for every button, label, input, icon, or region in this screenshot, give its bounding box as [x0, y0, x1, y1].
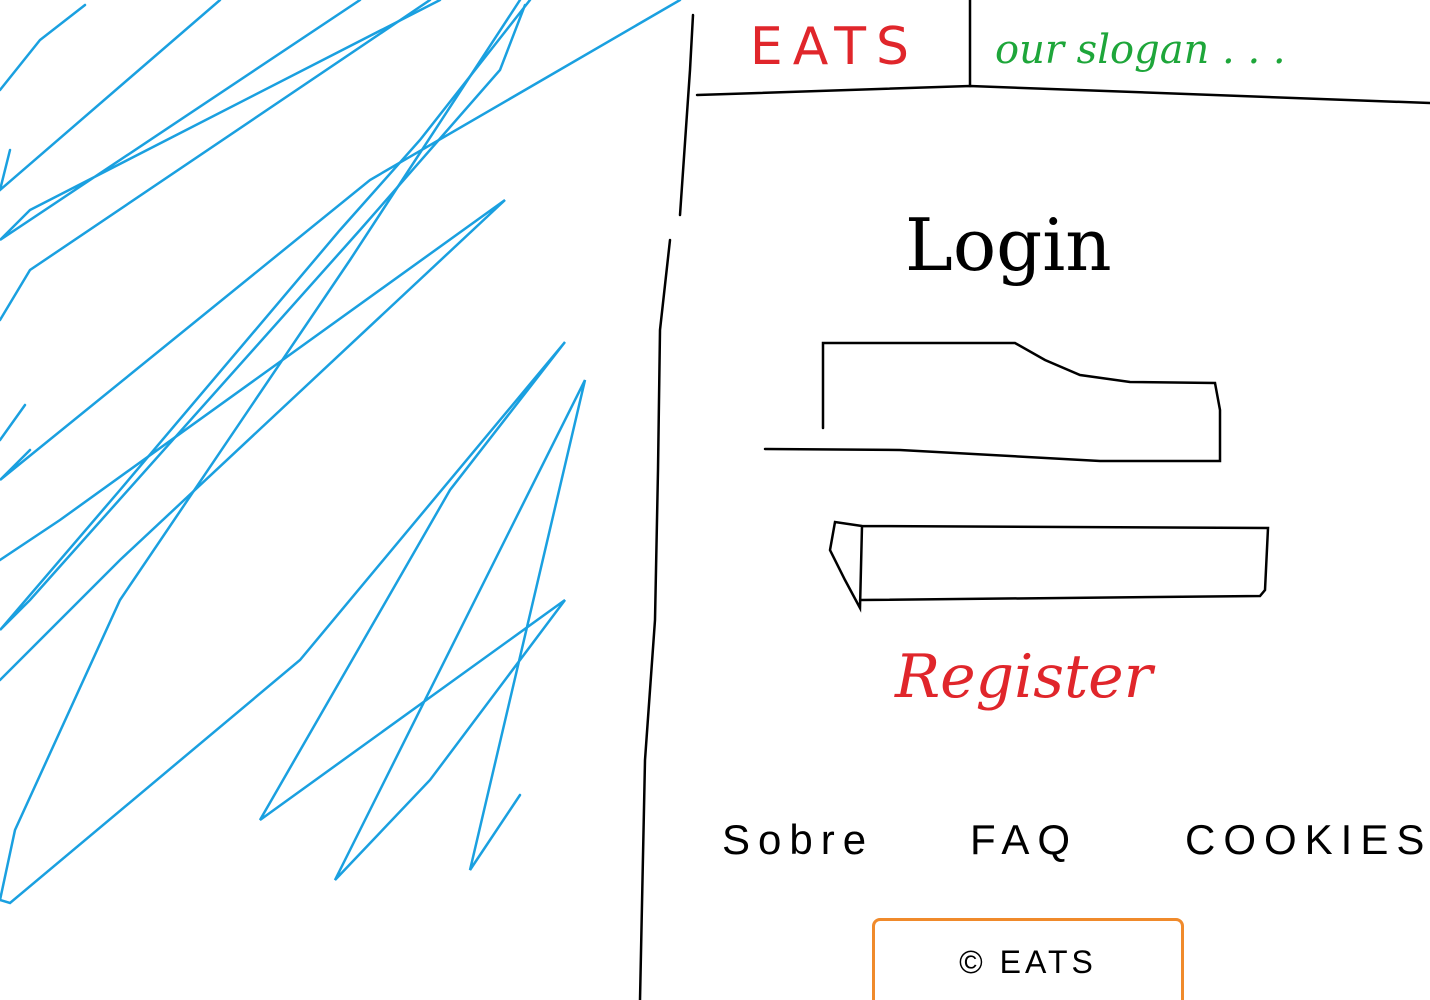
- password-input[interactable]: [833, 524, 1270, 598]
- username-input[interactable]: [822, 343, 1220, 461]
- copyright-footer: © EATS: [872, 918, 1184, 1000]
- footer-link-sobre[interactable]: Sobre: [722, 816, 875, 863]
- login-title: Login: [905, 203, 1112, 287]
- footer-link-faq[interactable]: FAQ: [970, 816, 1079, 863]
- footer-link-cookies[interactable]: COOKIES: [1185, 816, 1430, 863]
- hero-image-placeholder: [0, 0, 682, 905]
- slogan: our slogan . . .: [995, 27, 1286, 73]
- register-link[interactable]: Register: [895, 642, 1153, 712]
- logo[interactable]: EATS: [749, 17, 920, 77]
